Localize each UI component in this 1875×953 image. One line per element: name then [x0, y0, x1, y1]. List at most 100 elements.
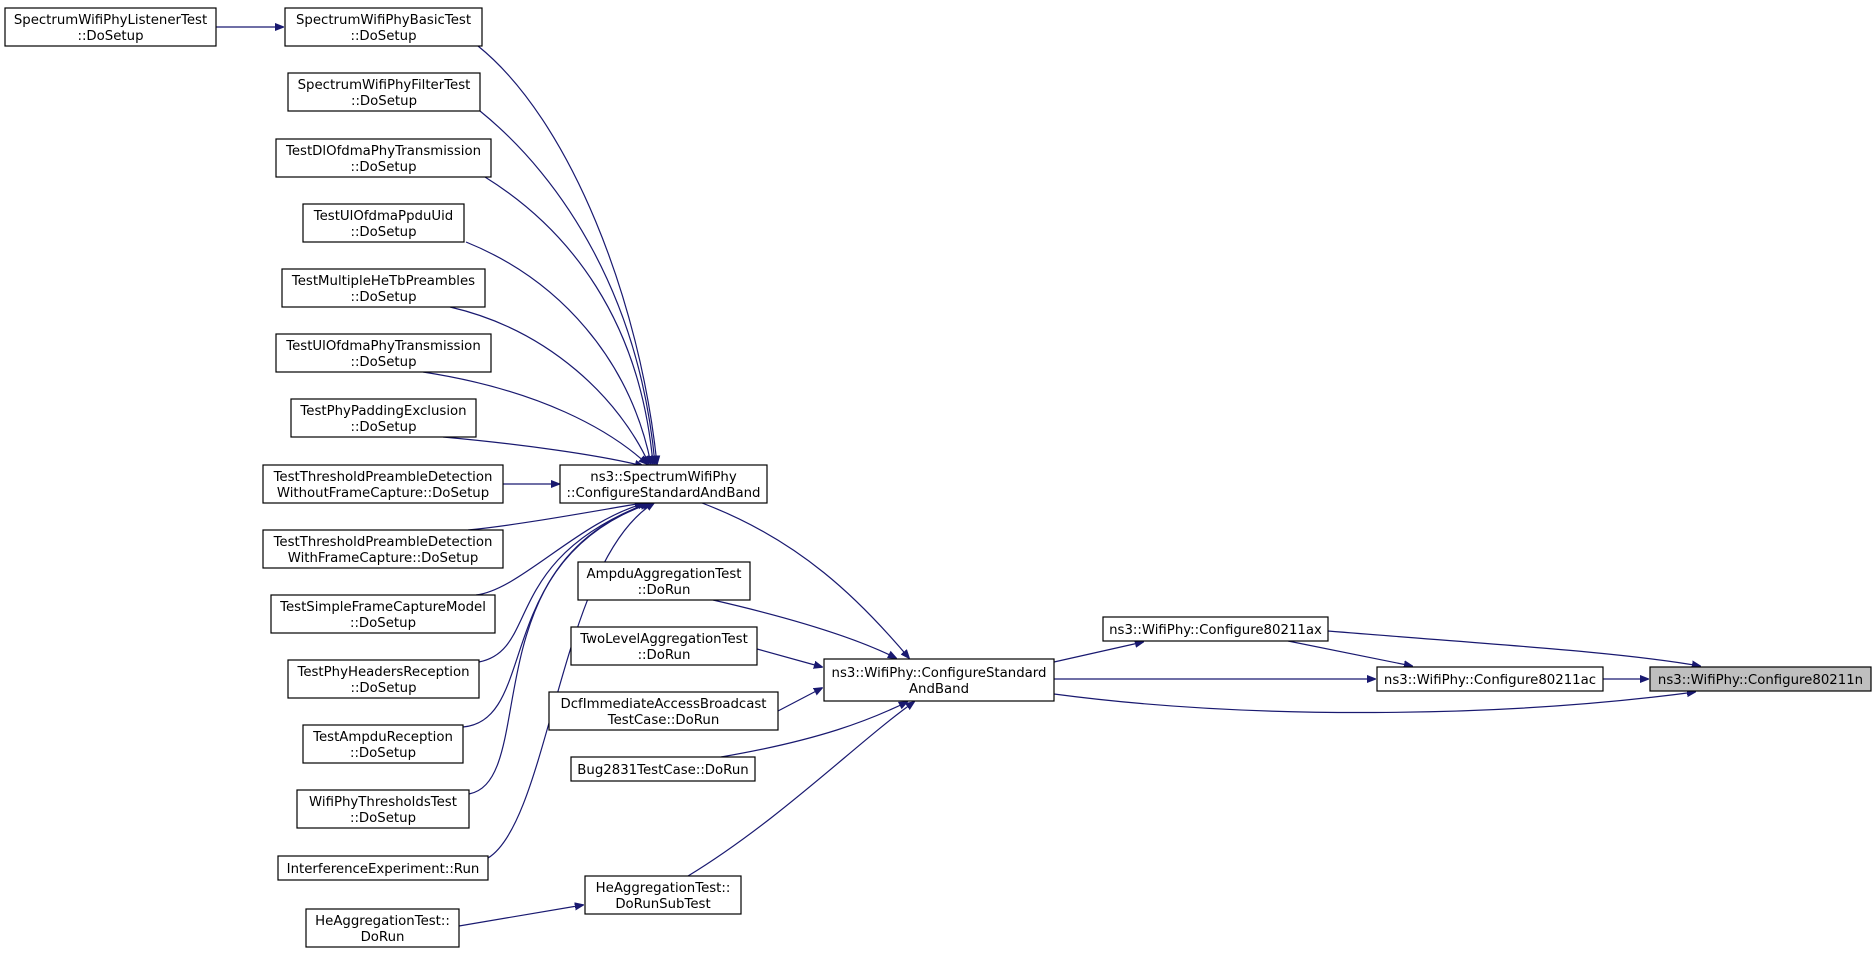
call-edge-n_thrwith	[467, 503, 643, 531]
graph-node-padding[interactable]: TestPhyPaddingExclusion::DoSetup	[290, 398, 477, 438]
node-box	[302, 724, 464, 764]
node-box	[1649, 666, 1872, 692]
node-label-line: TestSimpleFrameCaptureModel	[279, 600, 486, 615]
graph-node-filter[interactable]: SpectrumWifiPhyFilterTest::DoSetup	[287, 72, 481, 112]
node-label-line: TestAmpduReception	[312, 730, 453, 745]
node-box	[302, 203, 465, 243]
call-edge-n_wifiphy_csb	[1053, 692, 1695, 714]
node-label-line: TestUlOfdmaPpduUid	[313, 209, 454, 224]
call-edge-n_dcf	[777, 688, 822, 712]
node-box	[559, 464, 768, 504]
graph-node-wifiphy_csb[interactable]: ns3::WifiPhy::ConfigureStandardAndBand	[823, 658, 1055, 702]
edges-layer	[216, 27, 1700, 927]
call-edge-n_bug	[720, 702, 907, 758]
node-label-line: ::DoSetup	[350, 290, 416, 305]
node-label-line: WithFrameCapture::DoSetup	[288, 551, 479, 566]
graph-node-thrwith[interactable]: TestThresholdPreambleDetectionWithFrameC…	[262, 529, 504, 569]
graph-node-heagg[interactable]: HeAggregationTest::DoRun	[305, 908, 460, 948]
node-label-line: HeAggregationTest::	[596, 881, 731, 896]
node-label-line: WifiPhyThresholdsTest	[309, 795, 457, 810]
node-label-line: ::DoSetup	[350, 420, 416, 435]
graph-node-multihe[interactable]: TestMultipleHeTbPreambles::DoSetup	[281, 268, 486, 308]
node-box	[270, 594, 496, 634]
node-label-line: ::DoSetup	[350, 225, 416, 240]
node-box	[570, 626, 758, 666]
node-label-line: ::DoSetup	[350, 681, 416, 696]
node-label-line: ns3::WifiPhy::Configure80211ax	[1109, 623, 1322, 638]
call-edge-n_padding	[442, 436, 643, 466]
node-box	[296, 789, 470, 829]
node-label-line: Bug2831TestCase::DoRun	[577, 763, 748, 778]
node-box	[823, 658, 1055, 702]
node-label-line: TwoLevelAggregationTest	[579, 632, 748, 647]
node-label-line: TestPhyHeadersReception	[296, 665, 469, 680]
node-box	[287, 72, 481, 112]
node-box	[4, 7, 217, 47]
node-label-line: ns3::WifiPhy::Configure80211ac	[1384, 673, 1596, 688]
node-label-line: SpectrumWifiPhyBasicTest	[296, 13, 471, 28]
call-edge-n_headers	[478, 503, 648, 663]
node-label-line: ::DoSetup	[350, 746, 416, 761]
graph-node-ulofdma[interactable]: TestUlOfdmaPhyTransmission::DoSetup	[275, 333, 492, 373]
node-box	[1102, 616, 1329, 642]
call-edge-n_multihe	[449, 306, 649, 464]
node-label-line: InterferenceExperiment::Run	[287, 862, 480, 877]
node-label-line: ::DoSetup	[351, 94, 417, 109]
graph-node-ampdurx[interactable]: TestAmpduReception::DoSetup	[302, 724, 464, 764]
node-label-line: SpectrumWifiPhyFilterTest	[298, 78, 471, 93]
call-edge-n_twolevel	[756, 648, 822, 667]
graph-node-headers[interactable]: TestPhyHeadersReception::DoSetup	[287, 659, 480, 699]
graph-node-80211ax[interactable]: ns3::WifiPhy::Configure80211ax	[1102, 616, 1329, 642]
node-label-line: ::DoSetup	[350, 811, 416, 826]
graph-node-thrwithout[interactable]: TestThresholdPreambleDetectionWithoutFra…	[262, 464, 504, 504]
call-edge-n_ulppdu	[465, 241, 651, 464]
nodes-layer: SpectrumWifiPhyListenerTest::DoSetupSpec…	[4, 7, 1872, 948]
call-edge-n_interf	[487, 503, 654, 859]
node-label-line: HeAggregationTest::	[315, 914, 450, 929]
node-label-line: ns3::WifiPhy::ConfigureStandard	[832, 666, 1047, 681]
node-label-line: SpectrumWifiPhyListenerTest	[14, 13, 207, 28]
graph-node-80211ac[interactable]: ns3::WifiPhy::Configure80211ac	[1376, 666, 1604, 692]
node-label-line: ns3::WifiPhy::Configure80211n	[1658, 673, 1863, 688]
call-edge-n_80211ax	[1327, 630, 1700, 666]
graph-node-listener[interactable]: SpectrumWifiPhyListenerTest::DoSetup	[4, 7, 217, 47]
node-box	[548, 691, 779, 731]
node-label-line: ::DoSetup	[350, 29, 416, 44]
graph-node-ampduagg[interactable]: AmpduAggregationTest::DoRun	[577, 561, 751, 601]
graph-node-dcf[interactable]: DcfImmediateAccessBroadcastTestCase::DoR…	[548, 691, 779, 731]
node-box	[1376, 666, 1604, 692]
graph-node-thresholds[interactable]: WifiPhyThresholdsTest::DoSetup	[296, 789, 470, 829]
graph-node-80211n[interactable]: ns3::WifiPhy::Configure80211n	[1649, 666, 1872, 692]
node-label-line: DoRun	[361, 930, 405, 945]
graph-node-simplecap[interactable]: TestSimpleFrameCaptureModel::DoSetup	[270, 594, 496, 634]
node-label-line: ::DoRun	[638, 583, 691, 598]
graph-node-dlofdma[interactable]: TestDlOfdmaPhyTransmission::DoSetup	[275, 138, 492, 178]
node-box	[262, 464, 504, 504]
node-box	[290, 398, 477, 438]
node-label-line: TestDlOfdmaPhyTransmission	[285, 144, 481, 159]
graph-node-interf[interactable]: InterferenceExperiment::Run	[277, 855, 489, 881]
node-label-line: TestCase::DoRun	[607, 713, 720, 728]
call-edge-n_wifiphy_csb	[1053, 642, 1143, 663]
node-label-line: AndBand	[909, 682, 969, 697]
node-box	[305, 908, 460, 948]
node-box	[577, 561, 751, 601]
node-label-line: ns3::SpectrumWifiPhy	[590, 470, 737, 485]
call-edge-n_simplecap	[475, 503, 646, 596]
node-label-line: ::DoSetup	[77, 29, 143, 44]
graph-node-bug[interactable]: Bug2831TestCase::DoRun	[570, 756, 756, 782]
node-label-line: ::DoSetup	[350, 616, 416, 631]
graph-node-heaggsub[interactable]: HeAggregationTest::DoRunSubTest	[584, 875, 742, 915]
node-label-line: AmpduAggregationTest	[587, 567, 742, 582]
node-box	[275, 138, 492, 178]
graph-node-spectrum[interactable]: ns3::SpectrumWifiPhy::ConfigureStandardA…	[559, 464, 768, 504]
graph-node-ulppdu[interactable]: TestUlOfdmaPpduUid::DoSetup	[302, 203, 465, 243]
graph-node-basic[interactable]: SpectrumWifiPhyBasicTest::DoSetup	[284, 7, 483, 47]
node-label-line: WithoutFrameCapture::DoSetup	[277, 486, 489, 501]
call-edge-n_basic	[477, 45, 657, 464]
graph-node-twolevel[interactable]: TwoLevelAggregationTest::DoRun	[570, 626, 758, 666]
call-edge-n_dlofdma	[484, 176, 653, 464]
call-edge-n_heagg	[458, 905, 583, 927]
node-label-line: DoRunSubTest	[615, 897, 710, 912]
